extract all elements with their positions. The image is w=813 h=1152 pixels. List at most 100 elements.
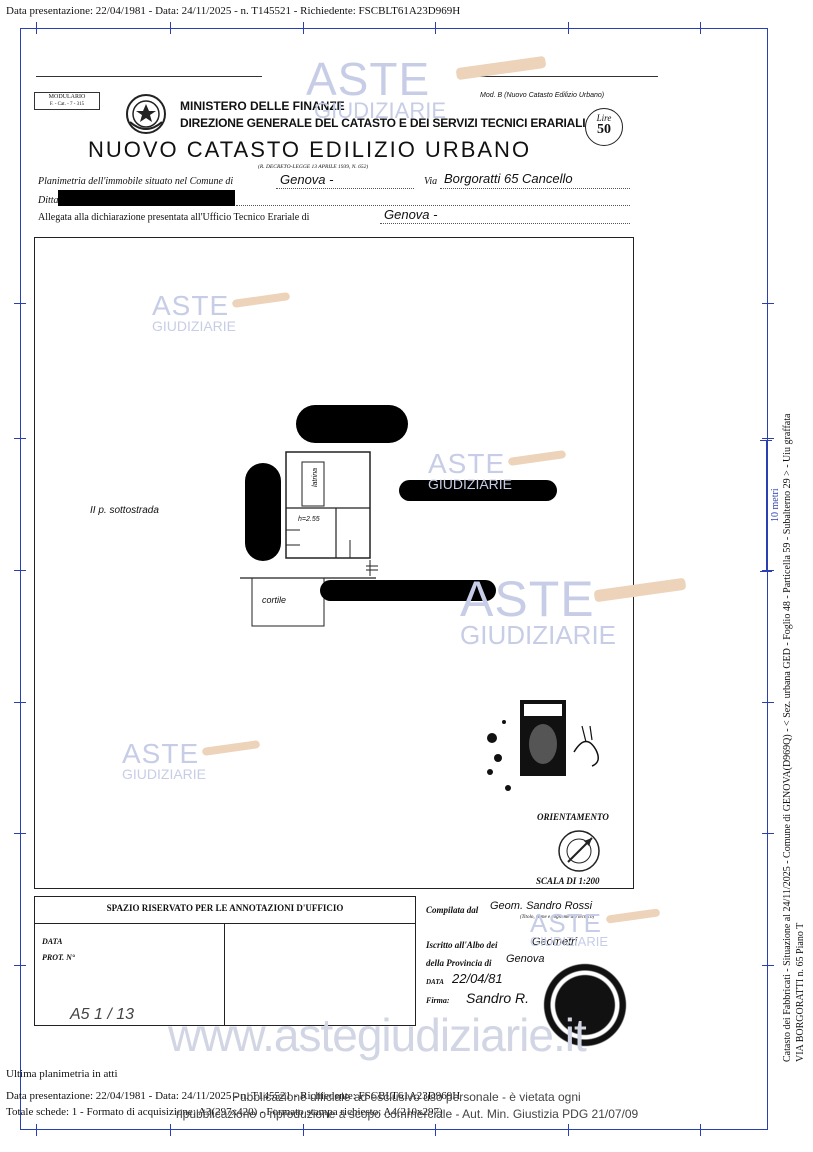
redacted-area — [399, 480, 557, 501]
stamp-seal-icon — [487, 700, 599, 791]
watermark-giudiziarie: GIUDIZIARIE — [530, 934, 609, 949]
frame-tick — [762, 833, 774, 834]
redacted-area — [296, 405, 408, 443]
direction-title: DIREZIONE GENERALE DEL CATASTO E DEI SER… — [180, 116, 586, 130]
frame-tick — [762, 570, 774, 571]
orientation-label: ORIENTAMENTO — [537, 812, 609, 822]
compiled-note: (Titolo, nome e cognome del tecnico) — [520, 915, 595, 920]
frame-tick — [14, 965, 26, 966]
gavel-icon — [201, 740, 261, 756]
comune-label: Planimetria dell'immobile situato nel Co… — [38, 176, 234, 187]
watermark-notice-2: ripubblicazione o riproduzione a scopo c… — [176, 1107, 639, 1121]
frame-tick — [762, 965, 774, 966]
province-value: Genova — [506, 953, 545, 965]
province-label: della Provincia di — [426, 958, 492, 968]
footer-line-1: Data presentazione: 22/04/1981 - Data: 2… — [6, 1090, 461, 1102]
dotted-line — [380, 223, 630, 224]
frame-tick — [568, 22, 569, 34]
footer-line-2: Totale schede: 1 - Formato di acquisizio… — [6, 1106, 443, 1118]
side-cadastral-info: Catasto dei Fabbricati - Situazione al 2… — [782, 413, 793, 1062]
main-title: NUOVO CATASTO EDILIZIO URBANO — [88, 137, 532, 162]
watermark-logo: ASTE GIUDIZIARIE — [306, 52, 566, 124]
modulario-box: MODULARIO F. - Cat. - 7 - 315 — [34, 92, 100, 110]
redacted-area — [245, 463, 281, 561]
frame-tick — [303, 1124, 304, 1136]
frame-tick — [14, 833, 26, 834]
frame-tick — [170, 22, 171, 34]
side-scale-tick — [760, 571, 772, 572]
watermark-logo: ASTE GIUDIZIARIE — [122, 738, 272, 788]
gavel-icon — [231, 292, 291, 308]
stamp-label: Lire — [596, 113, 612, 123]
watermark-aste: ASTE — [530, 908, 602, 938]
frame-tick — [303, 22, 304, 34]
plan-area — [34, 237, 634, 889]
side-scale-label: 10 metri — [770, 488, 781, 522]
watermark-logo: ASTE GIUDIZIARIE — [152, 290, 302, 340]
round-stamp-seal — [538, 960, 632, 1050]
office-value: Genova - — [384, 207, 438, 222]
gavel-icon — [507, 450, 567, 466]
frame-tick — [14, 303, 26, 304]
scale-label: SCALA DI 1:200 — [536, 876, 600, 886]
comune-value: Genova - — [280, 172, 334, 187]
albo-value: Geometri — [532, 936, 578, 948]
frame-tick — [762, 438, 774, 439]
dotted-line — [236, 205, 630, 206]
ministry-title: MINISTERO DELLE FINANZE — [180, 99, 345, 113]
via-value: Borgoratti 65 Cancello — [444, 171, 573, 186]
redacted-area — [320, 580, 496, 601]
frame-tick — [700, 1124, 701, 1136]
modulario-label: MODULARIO — [48, 94, 86, 100]
frame-tick — [36, 1124, 37, 1136]
frame-tick — [14, 570, 26, 571]
compass-icon — [558, 830, 600, 872]
frame-tick — [435, 22, 436, 34]
stamp-badge: Lire 50 — [585, 108, 623, 146]
office-title: SPAZIO RISERVATO PER LE ANNOTAZIONI D'UF… — [106, 903, 344, 913]
floor-plan-drawing — [240, 451, 378, 627]
signature-value: Sandro R. — [466, 990, 530, 1006]
office-divider — [224, 923, 225, 1025]
office-label: Allegata alla dichiarazione presentata a… — [38, 212, 310, 223]
frame-tick — [14, 702, 26, 703]
watermark-logo: ASTE GIUDIZIARIE — [530, 908, 670, 954]
frame-tick — [568, 1124, 569, 1136]
watermark-site: www.astegiudiziarie.it — [168, 1009, 587, 1061]
frame-tick — [762, 303, 774, 304]
frame-tick — [762, 702, 774, 703]
header-rule — [36, 76, 262, 77]
albo-label: Iscritto all'Albo dei — [426, 940, 498, 950]
compiled-value: Geom. Sandro Rossi — [490, 900, 593, 912]
redacted-owner — [58, 190, 235, 206]
frame-tick — [435, 1124, 436, 1136]
office-data-label: DATA — [42, 937, 63, 946]
side-scale-bar — [766, 440, 767, 572]
watermark-giudiziarie: GIUDIZIARIE — [428, 476, 513, 492]
date-label: DATA — [426, 978, 444, 986]
dotted-line — [276, 188, 414, 189]
via-label: Via — [424, 176, 438, 187]
dotted-line — [440, 188, 630, 189]
height-label: h=2.55 — [298, 516, 320, 523]
official-stamp-seal — [482, 692, 612, 804]
header-rule — [470, 76, 658, 77]
compiled-label: Compilata dal — [426, 905, 479, 915]
republic-emblem-icon — [126, 94, 166, 134]
date-value: 22/04/81 — [452, 971, 503, 986]
frame-tick — [700, 22, 701, 34]
watermark-giudiziarie: GIUDIZIARIE — [152, 318, 237, 334]
office-divider — [34, 923, 416, 924]
watermark-aste: ASTE — [122, 738, 200, 769]
gavel-icon — [605, 908, 661, 924]
ditta-label: Ditta — [38, 195, 59, 206]
courtyard-label: cortile — [262, 595, 287, 605]
document-header: Data presentazione: 22/04/1981 - Data: 2… — [6, 5, 461, 17]
side-scale-tick — [760, 440, 772, 441]
frame-tick — [14, 438, 26, 439]
gavel-icon — [593, 577, 687, 603]
frame-tick — [170, 1124, 171, 1136]
watermark-aste: ASTE — [306, 53, 431, 105]
watermark-giudiziarie: GIUDIZIARIE — [460, 620, 617, 650]
watermark-logo: ASTE GIUDIZIARIE — [460, 570, 700, 660]
